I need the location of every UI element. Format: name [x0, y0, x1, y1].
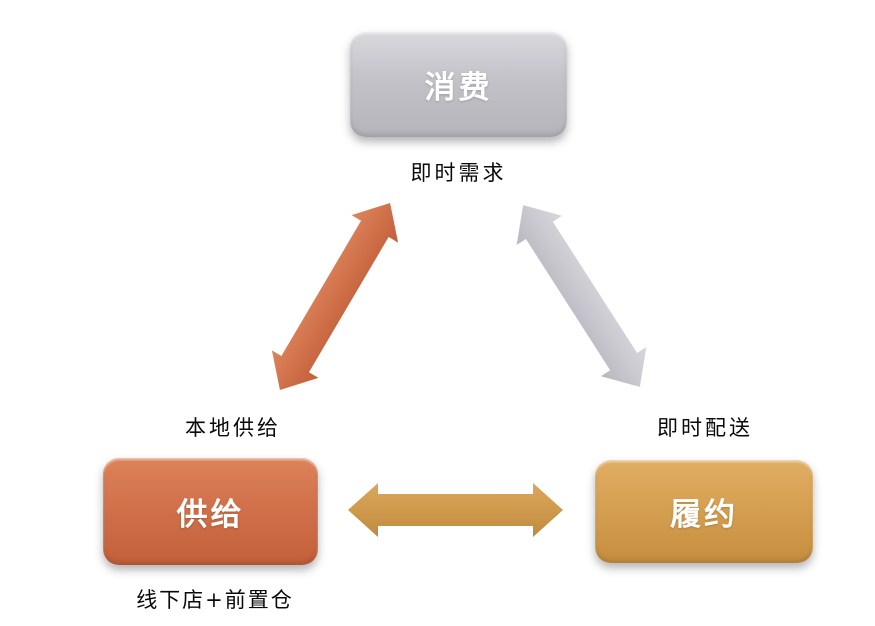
arrow-supply-fulfillment	[348, 483, 563, 537]
caption-instant-demand: 即时需求	[410, 161, 507, 185]
node-consumption-label: 消费	[424, 70, 493, 105]
caption-local-supply: 本地供给	[185, 416, 281, 440]
caption-offline-stores: 线下店+前置仓	[136, 588, 294, 612]
caption-instant-delivery: 即时配送	[657, 416, 753, 440]
arrow-supply-consumption	[271, 203, 399, 390]
node-fulfillment: 履约	[595, 460, 813, 563]
node-fulfillment-label: 履约	[670, 497, 738, 532]
arrow-consumption-fulfillment	[516, 205, 647, 387]
node-supply: 供给	[103, 458, 318, 565]
node-supply-label: 供给	[176, 497, 245, 532]
node-consumption: 消费	[350, 32, 567, 137]
